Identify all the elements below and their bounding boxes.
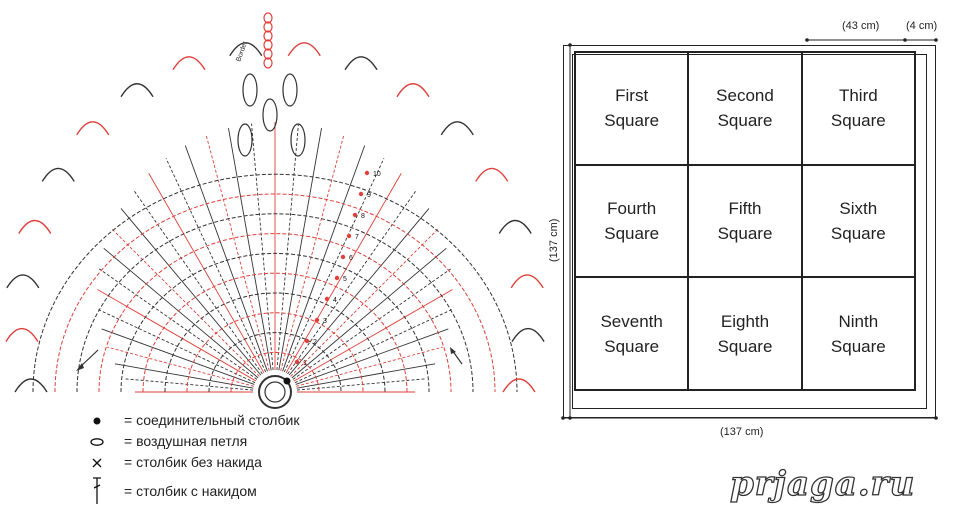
round-marker [340, 254, 346, 260]
crochet-chart: 1 2 3 4 5 6 7 8 9 10 Border [5, 12, 545, 409]
dimension-lines [561, 38, 938, 420]
dimension-bottom: (137 cm) [720, 426, 764, 438]
square-cell: Third Square [801, 52, 915, 165]
round-number: 4 [333, 297, 337, 304]
blanket-layout: First Square Second Square Third Square … [563, 45, 936, 418]
round-marker [304, 338, 310, 344]
round-numbers: 1 2 3 4 5 6 7 8 9 10 [294, 170, 381, 367]
round-marker [358, 191, 364, 197]
chain-arcs [5, 12, 545, 393]
blanket-border [572, 54, 927, 409]
round-number: 9 [367, 192, 371, 199]
round-number: 3 [323, 318, 327, 325]
round-number: 5 [343, 276, 347, 283]
round-number: 7 [355, 234, 359, 241]
round-marker [334, 275, 340, 281]
round-number: 6 [349, 255, 353, 262]
square-cell: Second Square [688, 52, 802, 165]
square-cell: Eighth Square [688, 277, 802, 390]
double-crochet-t-icon [86, 476, 108, 506]
legend-text: = соединительный столбик [124, 412, 300, 428]
round-marker [324, 296, 330, 302]
legend-text: = воздушная петля [124, 433, 248, 449]
round-marker [294, 359, 300, 365]
slip-stitch-dot-icon [86, 416, 108, 426]
center-ring [258, 375, 292, 409]
round-marker [314, 317, 320, 323]
square-grid: First Square Second Square Third Square … [574, 51, 916, 391]
dimension-side: (137 cm) [548, 218, 560, 262]
legend-row: = столбик с накидом [86, 473, 299, 509]
chain-oval-icon [86, 437, 108, 447]
dimension-top-right: (4 cm) [906, 20, 938, 32]
legend-row: = воздушная петля [86, 431, 299, 452]
legend: = соединительный столбик = воздушная пет… [86, 410, 299, 509]
arrow-right-icon [450, 347, 463, 365]
border-label: Border [235, 40, 249, 63]
round-marker [346, 233, 352, 239]
square-cell: Seventh Square [575, 277, 689, 390]
watermark: prjaga.ru [729, 463, 916, 504]
square-cell: Ninth Square [801, 277, 915, 390]
arrow-left-icon [76, 349, 99, 371]
legend-row: = соединительный столбик [86, 410, 299, 431]
square-cell: First Square [575, 52, 689, 165]
round-number: 8 [361, 213, 365, 220]
round-number: 1 [303, 360, 307, 367]
round-number: 2 [313, 339, 317, 346]
square-cell: Fourth Square [575, 164, 689, 278]
legend-text: = столбик с накидом [124, 482, 257, 499]
round-marker [364, 170, 370, 176]
round-marker [352, 212, 358, 218]
legend-text: = столбик без накида [124, 454, 262, 470]
dimension-top-left: (43 cm) [842, 20, 880, 32]
fan-stitch-lines [97, 122, 453, 393]
round-number: 10 [373, 171, 381, 178]
square-cell: Sixth Square [801, 164, 915, 278]
single-crochet-x-icon [86, 457, 108, 469]
legend-row: = столбик без накида [86, 452, 299, 473]
square-cell: Fifth Square [688, 164, 802, 278]
